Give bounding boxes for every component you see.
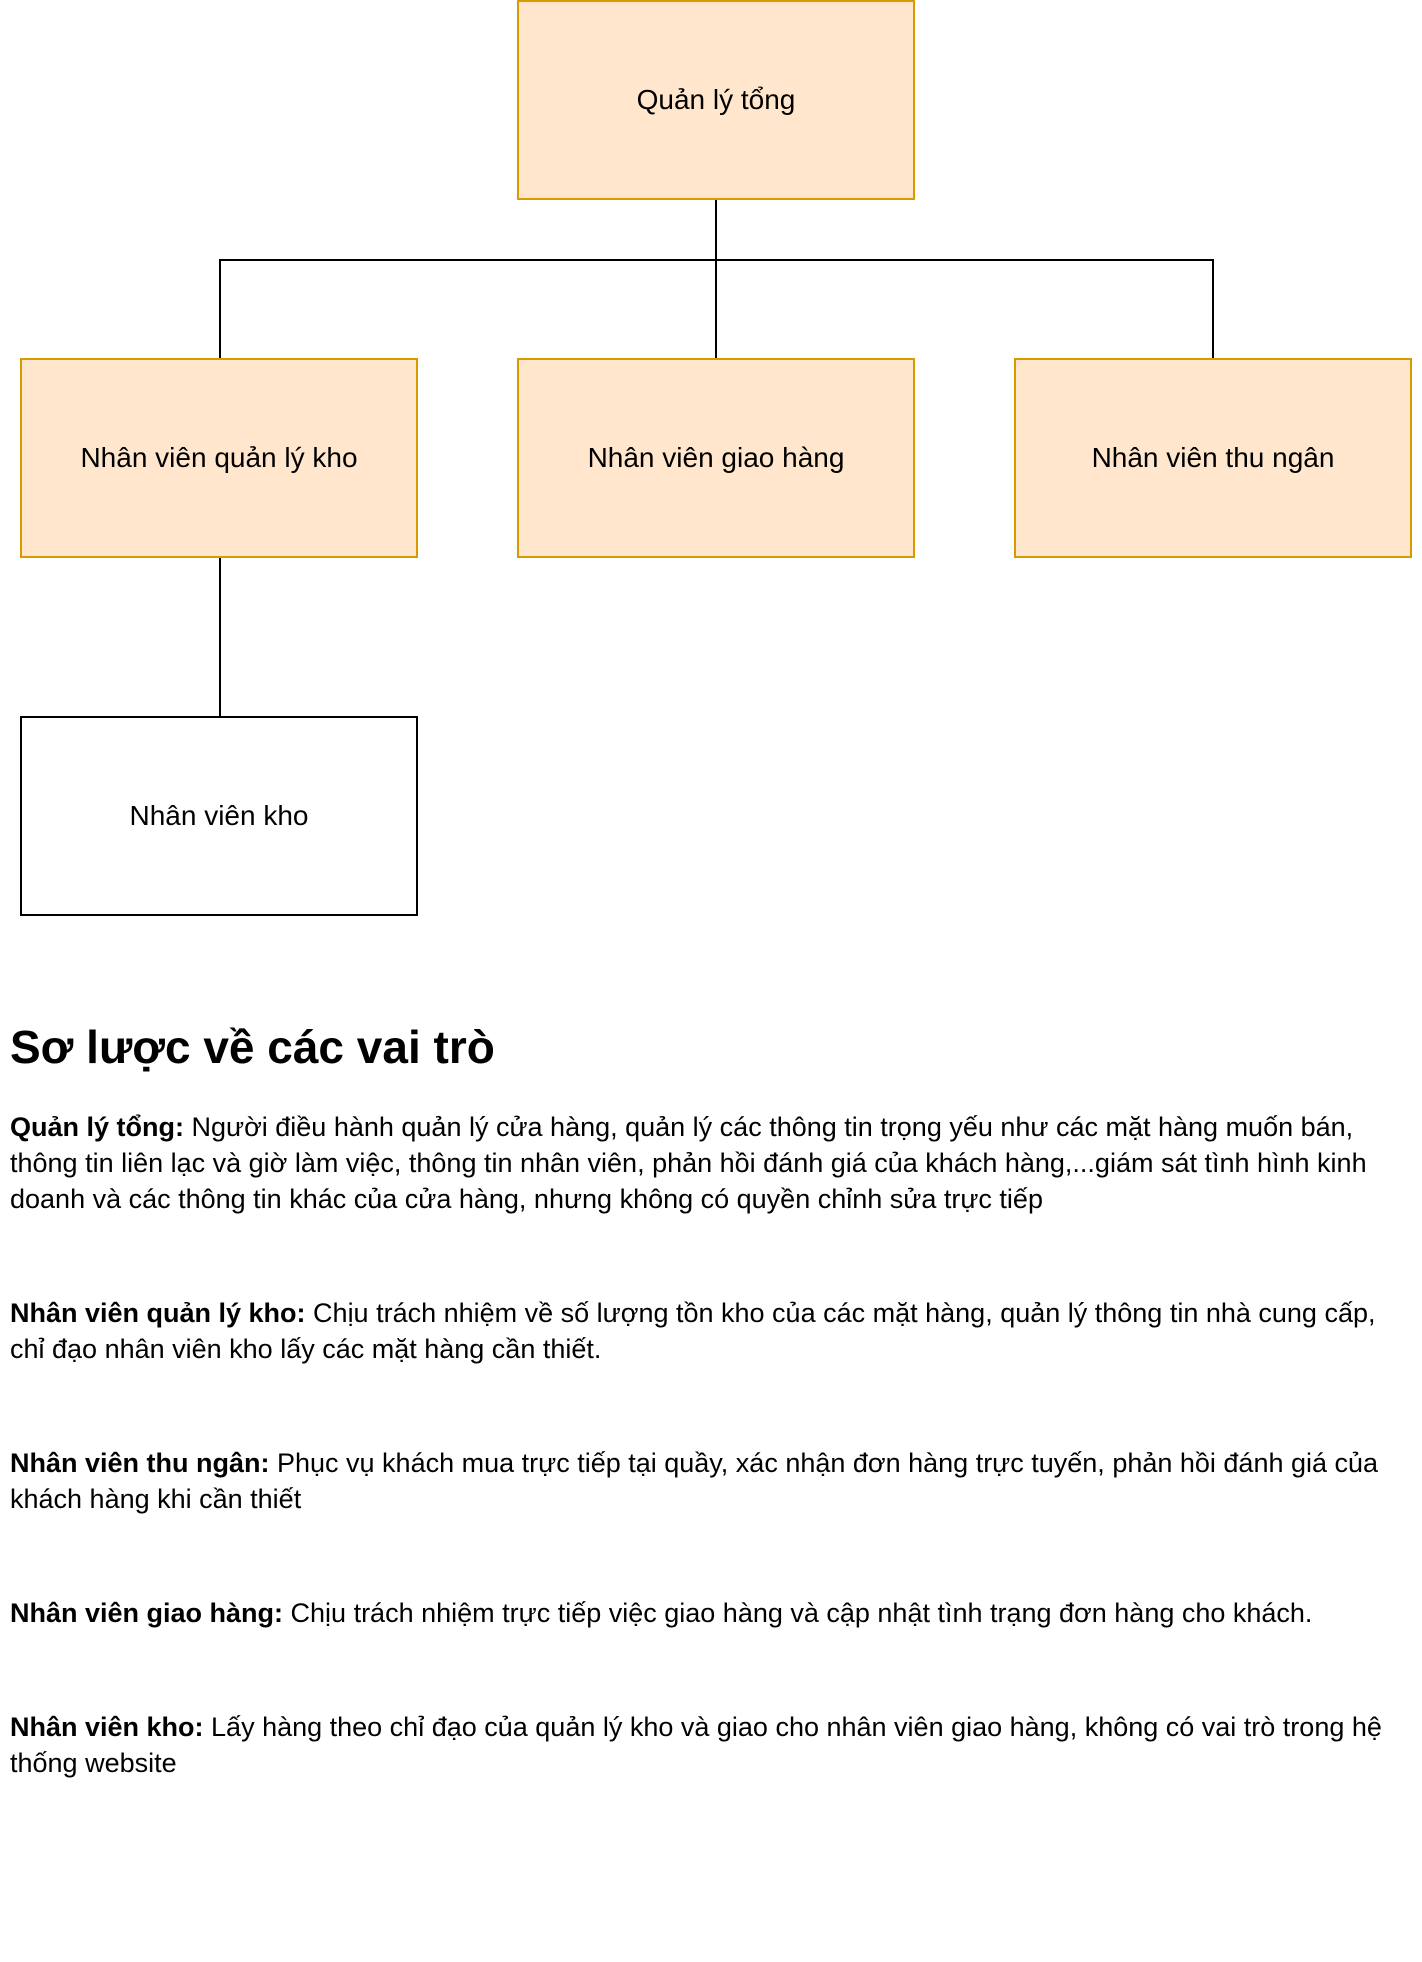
- node-cashier: Nhân viên thu ngân: [1014, 358, 1412, 558]
- role-description-general-manager: Quản lý tổng: Người điều hành quản lý cử…: [10, 1109, 1415, 1217]
- role-text: Lấy hàng theo chỉ đạo của quản lý kho và…: [10, 1712, 1382, 1779]
- connector-top-trunk: [715, 200, 717, 260]
- roles-section: Sơ lược về các vai trò Quản lý tổng: Ngư…: [10, 1020, 1415, 1859]
- node-warehouse-manager: Nhân viên quản lý kho: [20, 358, 418, 558]
- connector-to-cashier: [1212, 259, 1214, 359]
- roles-heading: Sơ lược về các vai trò: [10, 1021, 495, 1073]
- role-text: Phục vụ khách mua trực tiếp tại quầy, xá…: [10, 1448, 1379, 1515]
- node-label: Nhân viên thu ngân: [1091, 442, 1335, 474]
- role-term: Nhân viên kho:: [10, 1712, 204, 1743]
- role-description-warehouse-staff: Nhân viên kho: Lấy hàng theo chỉ đạo của…: [10, 1709, 1415, 1781]
- role-description-delivery: Nhân viên giao hàng: Chịu trách nhiệm tr…: [10, 1595, 1415, 1631]
- role-text: Chịu trách nhiệm trực tiếp việc giao hàn…: [283, 1598, 1313, 1629]
- node-label: Quản lý tổng: [636, 84, 796, 116]
- role-term: Nhân viên quản lý kho:: [10, 1298, 306, 1329]
- node-delivery-staff: Nhân viên giao hàng: [517, 358, 915, 558]
- node-warehouse-staff: Nhân viên kho: [20, 716, 418, 916]
- connector-to-warehouse-manager: [219, 259, 221, 359]
- role-term: Quản lý tổng:: [10, 1112, 184, 1143]
- node-label: Nhân viên giao hàng: [587, 442, 845, 474]
- node-general-manager: Quản lý tổng: [517, 0, 915, 200]
- role-term: Nhân viên thu ngân:: [10, 1448, 270, 1479]
- node-label: Nhân viên quản lý kho: [80, 442, 358, 474]
- role-term: Nhân viên giao hàng:: [10, 1598, 284, 1629]
- node-label: Nhân viên kho: [129, 800, 309, 832]
- connector-to-warehouse-staff: [219, 558, 221, 718]
- role-description-warehouse-manager: Nhân viên quản lý kho: Chịu trách nhiệm …: [10, 1295, 1415, 1367]
- role-description-cashier: Nhân viên thu ngân: Phục vụ khách mua tr…: [10, 1445, 1415, 1517]
- role-text: Người điều hành quản lý cửa hàng, quản l…: [10, 1112, 1367, 1215]
- connector-to-delivery: [715, 259, 717, 359]
- org-chart: Quản lý tổng Nhân viên quản lý kho Nhân …: [0, 0, 1422, 930]
- role-text: Chịu trách nhiệm về số lượng tồn kho của…: [10, 1298, 1376, 1365]
